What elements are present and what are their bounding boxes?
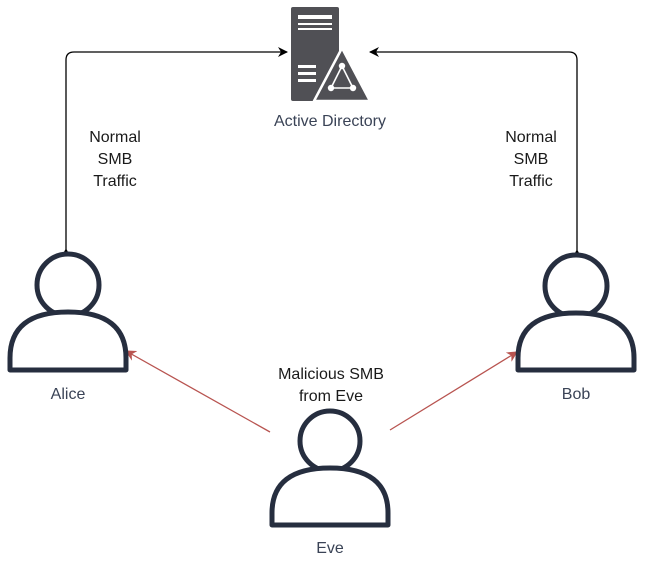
alice-user-icon — [7, 251, 129, 373]
eve-bob-malicious-arrow — [389, 351, 518, 431]
bob-label: Bob — [561, 386, 591, 403]
eve-label: Eve — [316, 540, 344, 557]
server-label: Active Directory — [273, 113, 387, 130]
bob-user-icon — [515, 252, 637, 373]
malicious-edge-label: Malicious SMB from Eve — [278, 366, 384, 405]
right-edge-label: Normal SMB Traffic — [505, 129, 557, 190]
alice-label: Alice — [50, 386, 86, 403]
eve-alice-malicious-arrow — [125, 350, 271, 433]
alice-ad-connector — [61, 47, 288, 258]
bob-ad-connector — [369, 47, 582, 259]
server-icon — [291, 7, 372, 103]
eve-user-icon — [269, 408, 391, 528]
left-edge-label: Normal SMB Traffic — [89, 129, 141, 190]
